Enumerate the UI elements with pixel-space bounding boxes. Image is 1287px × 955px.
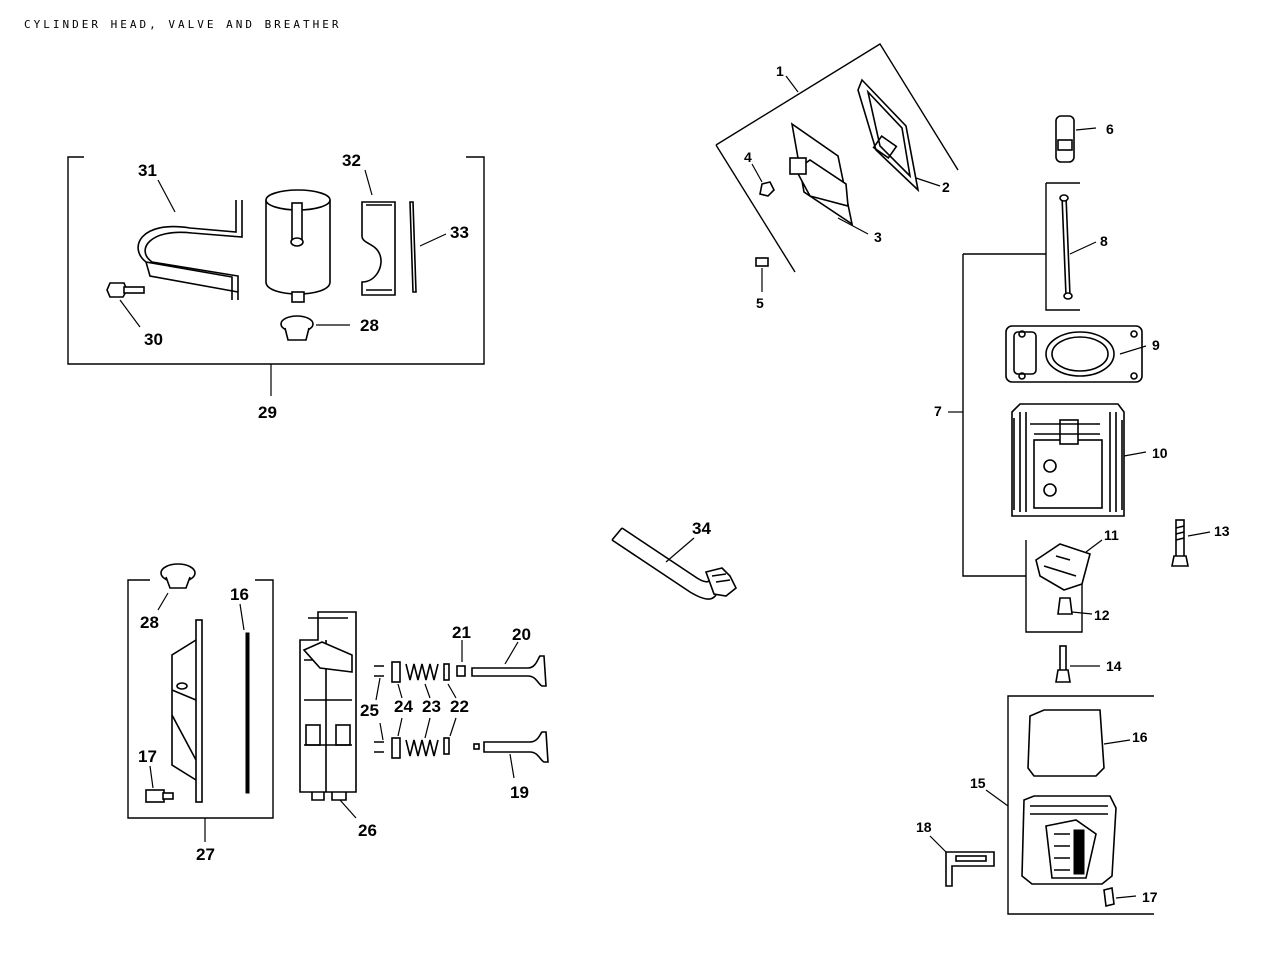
rocker-pivot: [1057, 597, 1093, 615]
label-2: 2: [942, 179, 950, 195]
valve-train: [374, 640, 549, 779]
retainer-upper: [391, 661, 401, 683]
bolt-30: [106, 282, 145, 328]
label-33: 33: [450, 223, 469, 242]
label-4: 4: [744, 149, 752, 165]
label-31: 31: [138, 161, 157, 180]
label-14: 14: [1106, 658, 1122, 674]
valve-cover-bracket-top: [715, 43, 959, 171]
label-17-lower: 17: [138, 747, 157, 766]
label-26: 26: [358, 821, 377, 840]
label-1: 1: [776, 63, 784, 79]
breather-assembly-group: [67, 156, 485, 396]
nut-4: [751, 163, 775, 197]
label-11: 11: [1104, 527, 1119, 543]
sleeve-6: [1055, 115, 1097, 163]
breather-strap: [137, 179, 243, 300]
label-10: 10: [1152, 445, 1168, 461]
breather-filter: [265, 189, 331, 303]
retainer-lower: [391, 737, 401, 759]
valve-cover-gasket: [857, 78, 941, 193]
rocker-cover-gasket: [1027, 709, 1131, 777]
label-8: 8: [1100, 233, 1108, 249]
label-24: 24: [394, 697, 413, 716]
head-gasket: [1005, 325, 1147, 383]
label-16-lower: 16: [230, 585, 249, 604]
screw-5: [755, 257, 769, 292]
label-21: 21: [452, 623, 471, 642]
label-23: 23: [422, 697, 441, 716]
cylinder-head: [1011, 403, 1147, 517]
screw-17-upper: [1103, 887, 1137, 907]
label-5: 5: [756, 295, 764, 311]
intake-valve: [483, 731, 549, 763]
label-17-upper: 17: [1142, 889, 1158, 905]
cylinder-head-side: [299, 611, 357, 819]
rocker-cover-bracket: [1007, 695, 1154, 915]
label-12: 12: [1094, 607, 1110, 623]
label-22: 22: [450, 697, 469, 716]
label-7: 7: [934, 403, 942, 419]
label-28-lower: 28: [140, 613, 159, 632]
grommet-28-lower: [157, 563, 196, 611]
breather-cover-gasket: [239, 603, 250, 794]
grommet-28-top: [280, 315, 350, 341]
stud-14: [1055, 645, 1100, 683]
label-16-upper: 16: [1132, 729, 1148, 745]
valve-spring-upper: [405, 663, 439, 681]
rocker-arm: [1035, 539, 1103, 591]
breather-cover-group: [127, 563, 274, 842]
label-27: 27: [196, 845, 215, 864]
exhaust-valve: [471, 655, 547, 687]
label-20: 20: [512, 625, 531, 644]
breather-cover-plate: [171, 619, 203, 803]
label-32: 32: [342, 151, 361, 170]
label-6: 6: [1106, 121, 1114, 137]
lift-bracket: [929, 835, 995, 887]
rocker-cover: [1021, 795, 1117, 885]
part-labels: 31 32 33 30 28 29 28 16 17 27 26 25 24 2…: [138, 63, 1230, 905]
breather-cover-bracket: [127, 579, 274, 819]
head-bolt: [1171, 519, 1211, 567]
label-29: 29: [258, 403, 277, 422]
label-15: 15: [970, 775, 986, 791]
label-30: 30: [144, 330, 163, 349]
breather-assembly-bracket: [67, 156, 485, 365]
breather-seal: [361, 169, 396, 296]
valve-cover: [789, 122, 869, 235]
label-3: 3: [874, 229, 882, 245]
push-rod: [1059, 194, 1097, 300]
diagram-header: CYLINDER HEAD, VALVE AND BREATHER: [24, 18, 342, 31]
label-19: 19: [510, 783, 529, 802]
breather-hose: [611, 527, 738, 600]
breather-gasket: [409, 201, 447, 293]
label-28-top: 28: [360, 316, 379, 335]
label-13: 13: [1214, 523, 1230, 539]
screw-17-lower: [145, 765, 174, 803]
valve-cover-group: [715, 43, 959, 292]
cylinder-head-group: [948, 182, 1147, 633]
label-25: 25: [360, 701, 379, 720]
valve-spring-lower: [405, 739, 439, 757]
label-9: 9: [1152, 337, 1160, 353]
label-34: 34: [692, 519, 711, 538]
label-18: 18: [916, 819, 932, 835]
rocker-cover-group: [929, 695, 1154, 915]
